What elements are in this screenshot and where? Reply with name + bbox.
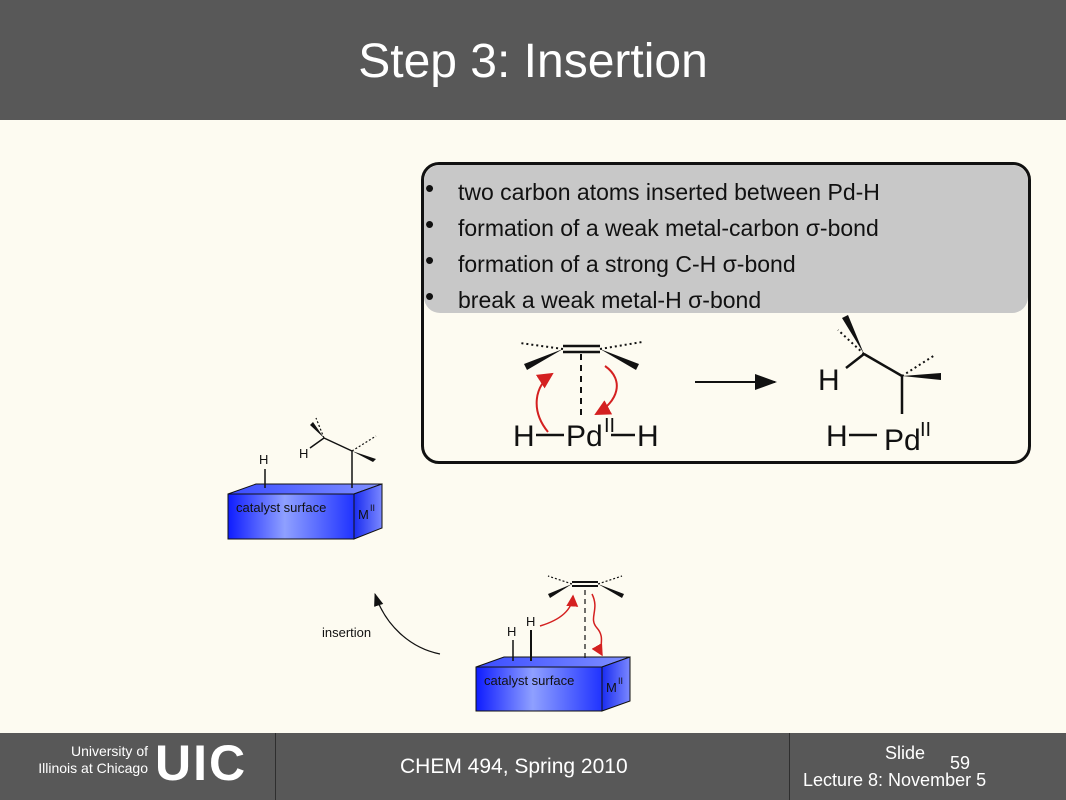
insertion-arrow: insertion [322,592,441,655]
lecture-label: Lecture 8: November 5 [803,770,987,790]
metal-label: M [358,507,369,522]
slide-label: Slide [885,743,926,763]
product-h-label: H [818,364,840,397]
bullet-dot-icon: • [425,209,435,239]
university-name: University of Illinois at Chicago [38,743,148,777]
info-box [421,162,1031,464]
insertion-label: insertion [322,625,371,640]
pd-oxidation-state: II [604,415,615,437]
slide-number: 59 [950,753,971,773]
hydride-h-label: H [637,420,659,453]
bullet-item: •formation of a weak metal-carbon σ-bond [425,209,880,246]
lower-catalyst-surface: catalyst surface M II H H [475,575,631,712]
pd-label: Pd [566,420,603,453]
bullet-dot-icon: • [425,281,435,311]
surface-label: catalyst surface [236,500,326,515]
surface-h-label: H [526,614,535,629]
pd-product-complex: H H Pd II [818,315,941,457]
metal-label: M [606,680,617,695]
footer-bar: University of Illinois at Chicago UIC CH… [0,733,1066,800]
university-line: Illinois at Chicago [38,760,148,776]
title-bar: Step 3: Insertion [0,0,1066,120]
footer-divider [789,733,790,800]
product-pd-oxidation-state: II [920,419,931,441]
bullet-item: •break a weak metal-H σ-bond [425,281,880,318]
alkyl-h-label: H [299,446,308,461]
product-pd-label: Pd [884,424,921,457]
surface-h-label: H [259,452,268,467]
upper-catalyst-surface: catalyst surface M II H H [227,417,383,540]
bullet-dot-icon: • [425,245,435,275]
course-label: CHEM 494, Spring 2010 [400,755,628,778]
bullet-item: •formation of a strong C-H σ-bond [425,245,880,282]
slide-title: Step 3: Insertion [358,35,708,88]
product-h-label: H [826,420,848,453]
pd-reactant-complex: H Pd II H [513,341,659,453]
bullet-item: •two carbon atoms inserted between Pd-H [425,173,880,210]
bullet-dot-icon: • [425,173,435,203]
bullet-list: •two carbon atoms inserted between Pd-H … [425,173,880,318]
footer-divider [275,733,276,800]
metal-oxidation-state: II [618,676,623,686]
metal-oxidation-state: II [370,503,375,513]
hydride-h-label: H [513,420,535,453]
bullet-panel [424,165,1028,313]
university-line: University of [70,743,148,759]
surface-label: catalyst surface [484,673,574,688]
surface-h-label: H [507,624,516,639]
uic-logo: UIC [155,735,248,791]
